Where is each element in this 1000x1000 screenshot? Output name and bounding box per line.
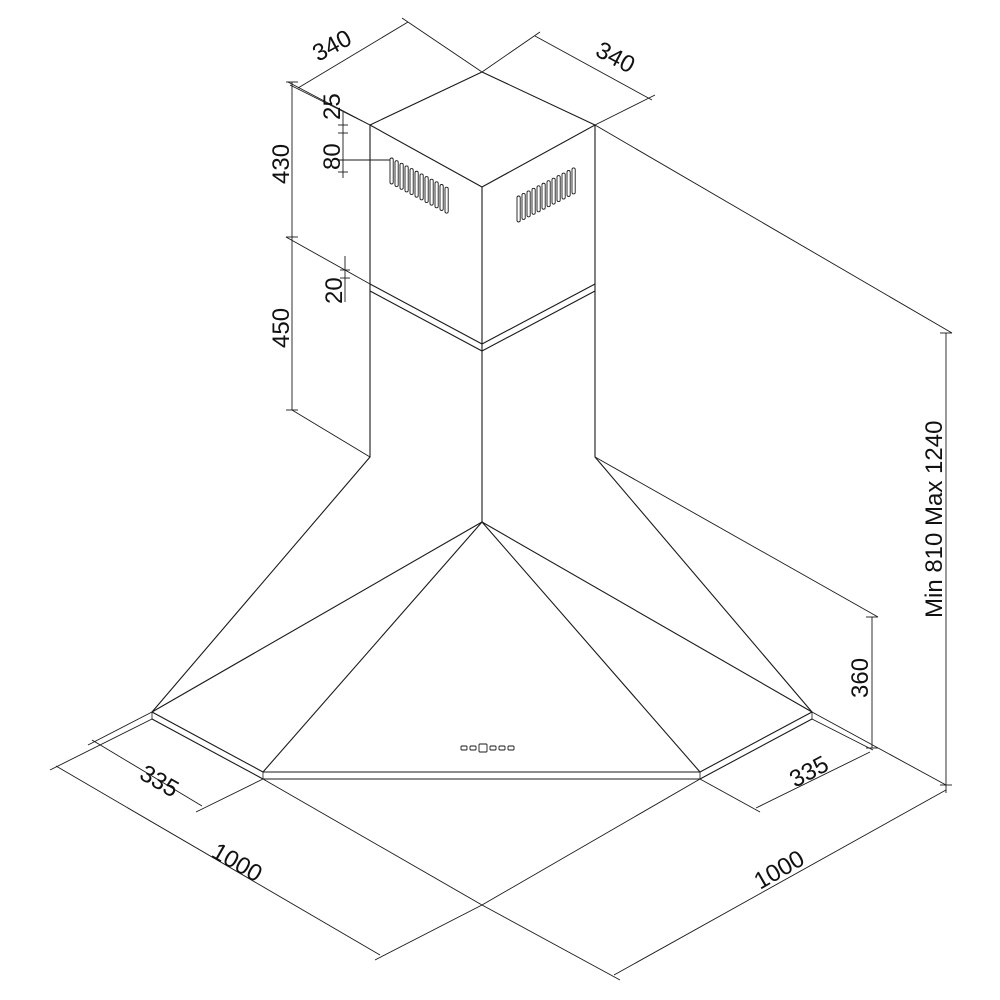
vent-slot: [429, 178, 434, 206]
vent-slot: [556, 175, 561, 203]
vent-slot: [551, 177, 556, 205]
dimension-labels: 340 340 430 450 25 80 20 Min 810 Max 124…: [135, 25, 948, 896]
dimension-lines: [49, 17, 953, 981]
vent-slot: [404, 165, 409, 193]
canopy: [151, 456, 813, 780]
label-joint-gap: 20: [321, 277, 348, 304]
chimney: [369, 71, 596, 523]
vent-slot: [531, 187, 536, 215]
control-panel: [460, 743, 515, 753]
canopy-inner-right: [481, 521, 813, 713]
chimney-top-face: [369, 71, 596, 188]
vent-slot: [561, 172, 566, 200]
vent-slot: [419, 173, 424, 201]
label-vent-offset-top: 25: [319, 93, 346, 120]
canopy-ridge-left: [262, 521, 483, 773]
label-chimney-lower-height: 450: [268, 308, 295, 348]
control-button-1: [460, 745, 468, 751]
vent-slot: [414, 170, 419, 198]
vent-slot: [444, 186, 449, 214]
label-chimney-width-right: 340: [591, 36, 639, 79]
vent-slot: [526, 190, 531, 218]
label-canopy-height: 360: [847, 658, 874, 698]
canopy-edge-back-right: [594, 456, 813, 713]
canopy-rim-lower: [151, 718, 813, 780]
control-button-5: [507, 745, 515, 751]
vent-grille-right: [516, 167, 576, 223]
label-canopy-depth-right: 335: [785, 751, 833, 794]
canopy-inner-left: [151, 521, 483, 713]
vent-slot: [424, 176, 429, 204]
vent-slot: [409, 168, 414, 196]
vent-slot: [566, 170, 571, 197]
vent-slot: [434, 181, 439, 209]
control-button-3: [489, 745, 497, 751]
label-hood-width-right: 1000: [750, 845, 810, 895]
vent-slot: [571, 167, 576, 195]
vent-grille-left: [389, 157, 449, 214]
canopy-ridge-right: [481, 521, 701, 773]
control-button-2: [469, 745, 477, 751]
label-chimney-width-left: 340: [308, 25, 356, 68]
canopy-edge-back-left: [151, 456, 371, 713]
vent-slot: [521, 192, 526, 220]
vent-slot: [516, 195, 521, 223]
control-button-4: [498, 745, 506, 751]
label-vent-height: 80: [319, 143, 346, 170]
label-canopy-depth-left: 335: [135, 760, 183, 803]
vent-slot: [439, 184, 444, 211]
vent-slot: [541, 182, 546, 210]
label-chimney-upper-height: 430: [268, 144, 295, 184]
label-hood-width-left: 1000: [207, 838, 267, 888]
vent-slot: [394, 160, 399, 188]
canopy-rim-upper: [151, 711, 813, 773]
label-total-height-range: Min 810 Max 1240: [921, 421, 948, 618]
vent-slot: [536, 185, 541, 213]
vent-slot: [399, 162, 404, 190]
vent-slot: [546, 180, 551, 208]
vent-slot: [389, 157, 394, 185]
control-display: [478, 743, 488, 753]
